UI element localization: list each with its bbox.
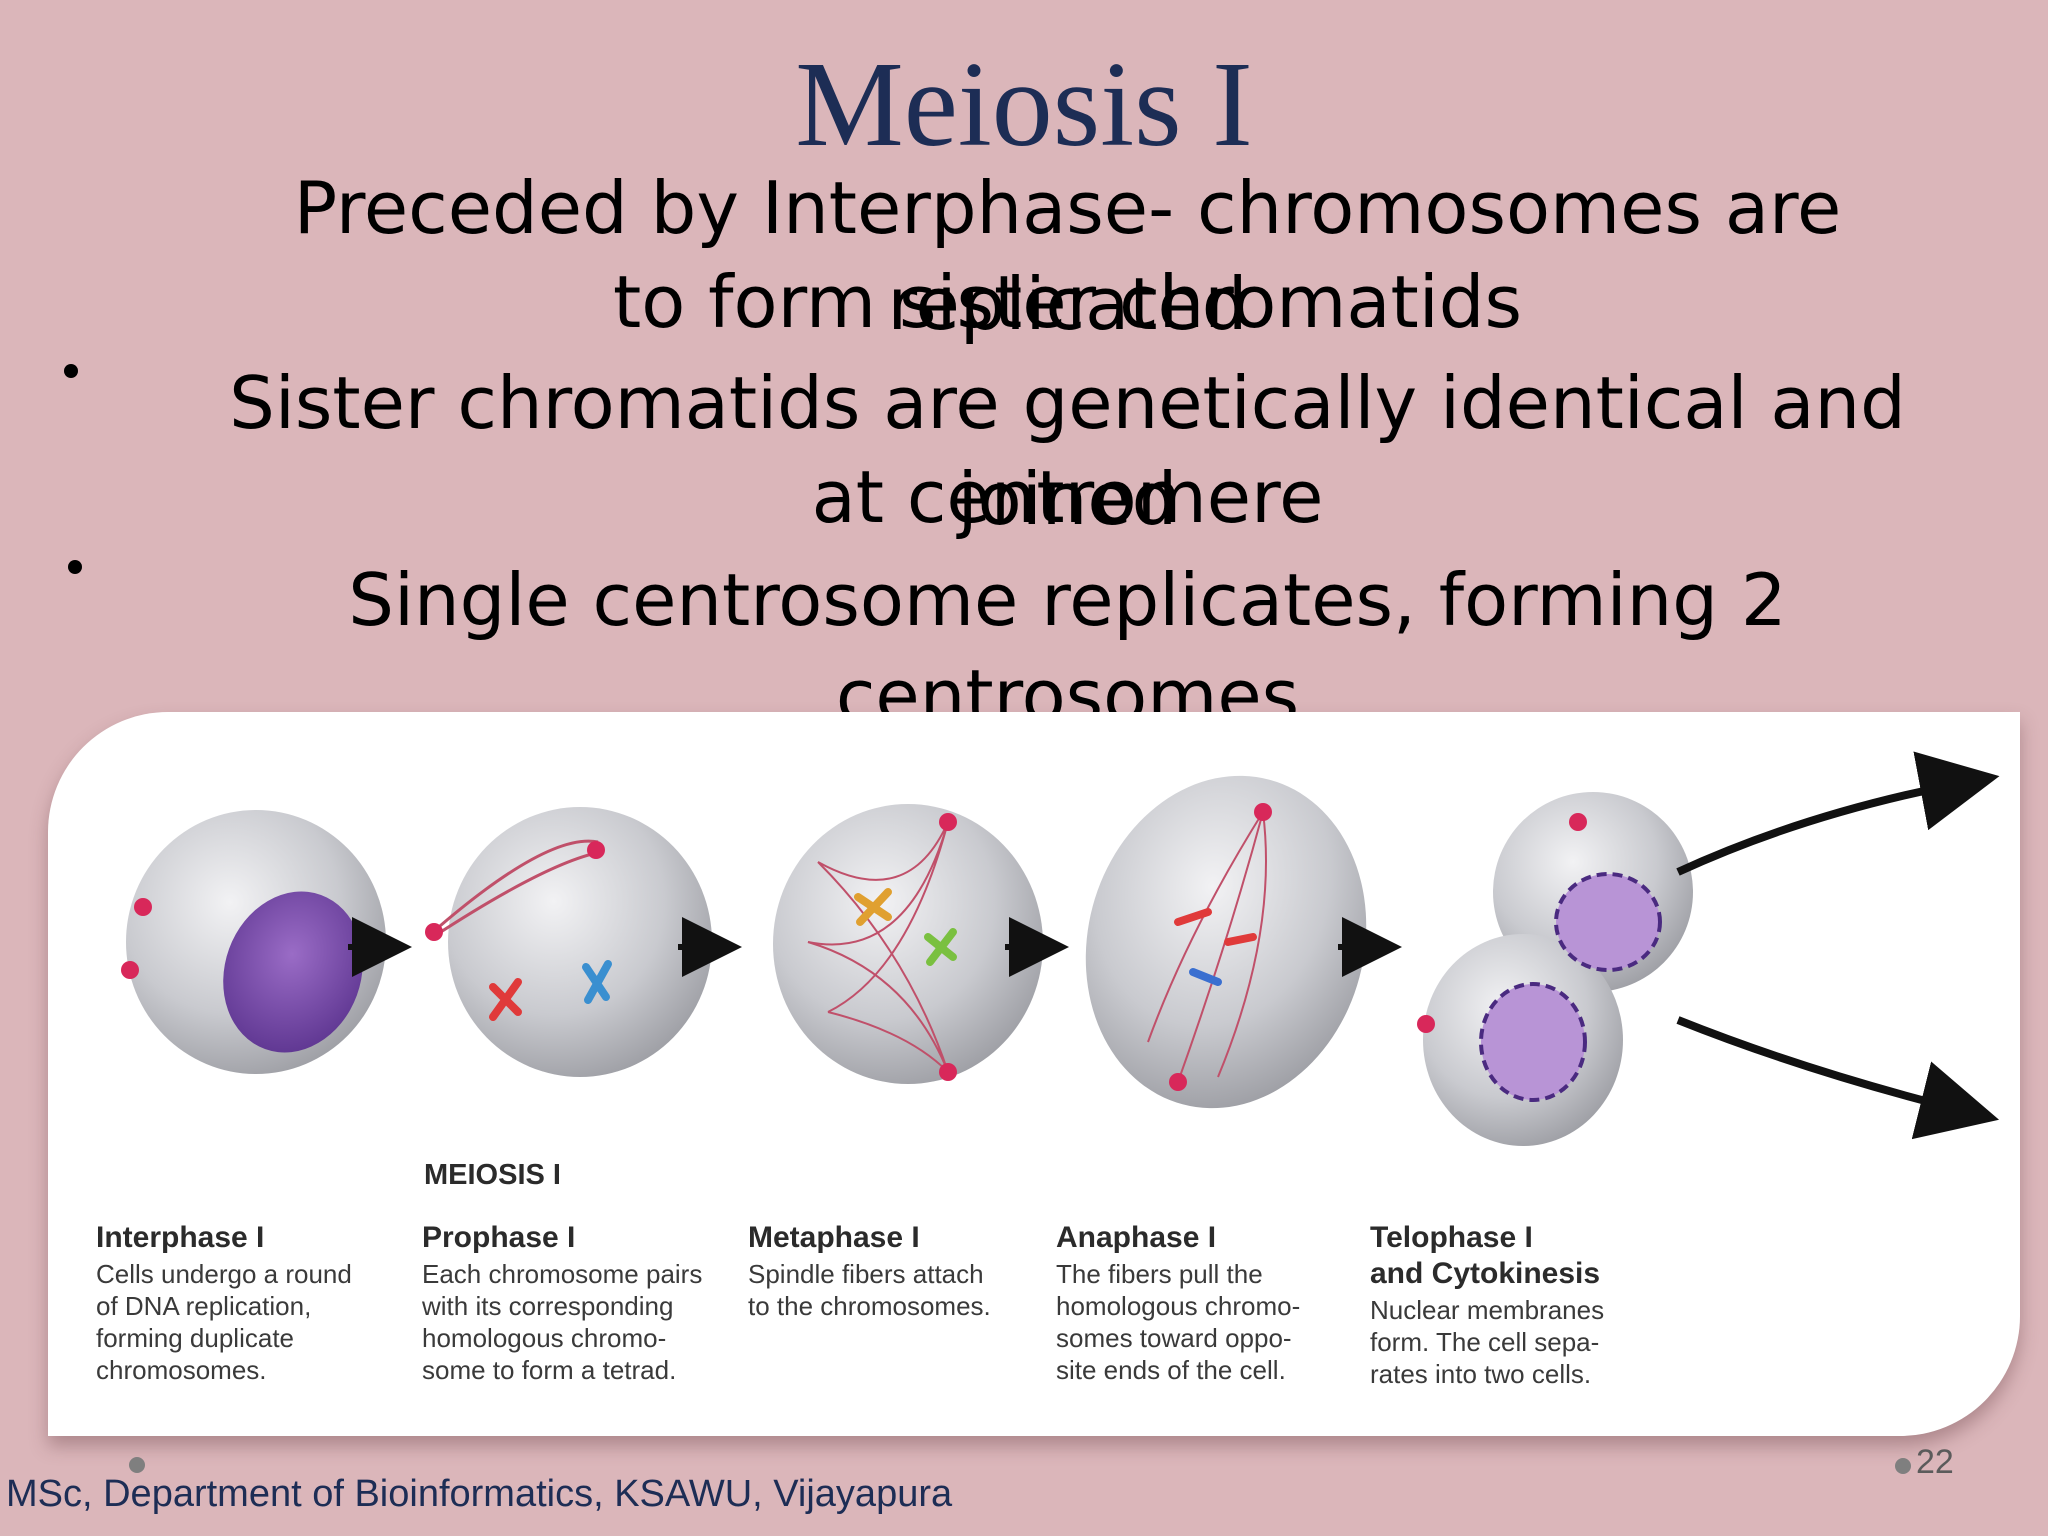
arrow-up-right-icon: [1676, 751, 2000, 876]
metaphase-cell: [773, 804, 1043, 1084]
stage-anaphase: Anaphase I The fibers pull the homologou…: [1056, 1220, 1346, 1386]
stage-prophase: Prophase I Each chromosome pairs with it…: [422, 1220, 732, 1386]
anaphase-cell: [1085, 775, 1367, 1109]
stage-description: Nuclear membranes form. The cell sepa- r…: [1370, 1295, 1605, 1389]
page-number: 22: [1916, 1443, 1954, 1481]
stage-title: Interphase I: [96, 1221, 265, 1254]
stage-interphase: Interphase I Cells undergo a round of DN…: [96, 1220, 396, 1386]
bullet-2-line-1: Sister chromatids are genetically identi…: [229, 361, 1906, 541]
bullet-1-line-1: Preceded by Interphase- chromosomes are …: [293, 166, 1842, 346]
stage-title: Anaphase I: [1056, 1221, 1217, 1254]
bullet-dot: [64, 364, 78, 378]
telophase-cells: [1417, 792, 1693, 1146]
footer-text: MSc, Department of Bioinformatics, KSAWU…: [6, 1473, 953, 1515]
stage-title: Metaphase I: [748, 1221, 920, 1254]
footer-dot-icon: [129, 1457, 145, 1473]
meiosis-diagram: MEIOSIS I Interphase I Cells undergo a r…: [48, 712, 2020, 1436]
stage-description: The fibers pull the homologous chromo- s…: [1056, 1259, 1301, 1385]
bullet-2-line-2: at centromere: [811, 455, 1324, 539]
page-dot-icon: [1895, 1458, 1911, 1474]
stage-title: Prophase I: [422, 1221, 576, 1254]
stage-description: Cells undergo a round of DNA replication…: [96, 1259, 352, 1385]
stage-description: Spindle fibers attach to the chromosomes…: [748, 1259, 991, 1321]
interphase-cell: [121, 810, 386, 1074]
diagram-heading: MEIOSIS I: [424, 1159, 561, 1191]
stage-description: Each chromosome pairs with its correspon…: [422, 1259, 703, 1385]
bullet-dot: [68, 560, 82, 574]
meiosis-illustration: [121, 751, 2000, 1146]
bullet-1-line-2: to form sister chromatids: [613, 260, 1522, 344]
slide-title: Meiosis I: [795, 37, 1253, 172]
prophase-cell: [425, 807, 712, 1077]
stage-title: Telophase I and Cytokinesis: [1370, 1221, 1601, 1290]
arrow-down-right-icon: [1676, 1016, 2000, 1140]
stage-metaphase: Metaphase I Spindle fibers attach to the…: [748, 1220, 1038, 1322]
stage-telophase: Telophase I and Cytokinesis Nuclear memb…: [1370, 1220, 1670, 1390]
